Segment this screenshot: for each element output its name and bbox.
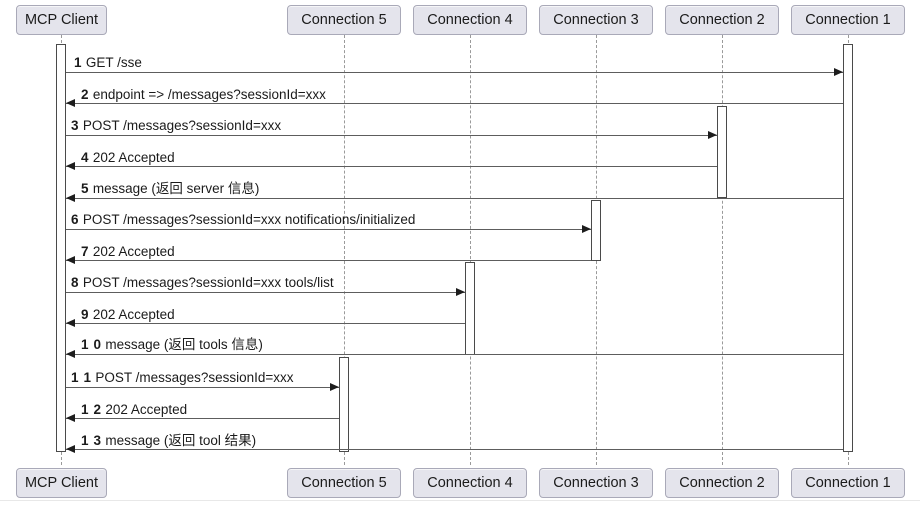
message-label: 7 202 Accepted	[81, 245, 175, 259]
participant-label: Connection 4	[427, 475, 513, 491]
participant-top-conn5[interactable]: Connection 5	[287, 5, 401, 35]
participant-label: Connection 1	[805, 12, 891, 28]
participant-bottom-conn4[interactable]: Connection 4	[413, 468, 527, 498]
participant-top-conn4[interactable]: Connection 4	[413, 5, 527, 35]
message-line-6	[66, 229, 591, 230]
message-number: 1 2	[81, 402, 102, 417]
participant-bottom-conn3[interactable]: Connection 3	[539, 468, 653, 498]
activation-bar-conn4	[465, 262, 475, 355]
message-number: 1	[74, 55, 83, 70]
message-label: 2 endpoint => /messages?sessionId=xxx	[81, 88, 326, 102]
activation-bar-conn5	[339, 357, 349, 452]
lifeline-conn5	[344, 35, 345, 465]
participant-label: Connection 3	[553, 475, 639, 491]
message-number: 5	[81, 181, 90, 196]
participant-bottom-conn1[interactable]: Connection 1	[791, 468, 905, 498]
message-label: 1 1 POST /messages?sessionId=xxx	[71, 371, 294, 385]
participant-label: Connection 3	[553, 12, 639, 28]
message-text: POST /messages?sessionId=xxx notificatio…	[79, 212, 416, 227]
participant-bottom-conn2[interactable]: Connection 2	[665, 468, 779, 498]
arrow-head-11	[330, 383, 339, 391]
message-label: 1 3 message (返回 tool 结果)	[81, 434, 256, 448]
participant-bottom-client[interactable]: MCP Client	[16, 468, 107, 498]
message-line-5	[66, 198, 843, 199]
arrow-head-9	[66, 319, 75, 327]
participant-label: Connection 2	[679, 12, 765, 28]
message-number: 4	[81, 150, 90, 165]
arrow-head-7	[66, 256, 75, 264]
message-number: 7	[81, 244, 90, 259]
message-text: GET /sse	[82, 55, 142, 70]
message-line-10	[66, 354, 843, 355]
message-text: POST /messages?sessionId=xxx	[91, 370, 294, 385]
message-label: 1 GET /sse	[74, 56, 142, 70]
arrow-head-8	[456, 288, 465, 296]
message-number: 6	[71, 212, 80, 227]
message-text: 202 Accepted	[89, 150, 175, 165]
arrow-head-3	[708, 131, 717, 139]
message-line-9	[66, 323, 465, 324]
message-line-8	[66, 292, 465, 293]
arrow-head-6	[582, 225, 591, 233]
message-text: 202 Accepted	[89, 307, 175, 322]
participant-label: MCP Client	[24, 12, 99, 28]
participant-label: Connection 5	[301, 12, 387, 28]
message-line-4	[66, 166, 717, 167]
participant-top-conn1[interactable]: Connection 1	[791, 5, 905, 35]
message-line-7	[66, 260, 591, 261]
participant-label: Connection 2	[679, 475, 765, 491]
arrow-head-13	[66, 445, 75, 453]
message-label: 5 message (返回 server 信息)	[81, 182, 259, 196]
activation-bar-conn3	[591, 200, 601, 261]
arrow-head-5	[66, 194, 75, 202]
participant-top-client[interactable]: MCP Client	[16, 5, 107, 35]
message-text: endpoint => /messages?sessionId=xxx	[89, 87, 326, 102]
arrow-head-4	[66, 162, 75, 170]
message-text: 202 Accepted	[89, 244, 175, 259]
message-line-13	[66, 449, 843, 450]
activation-bar-client	[56, 44, 66, 452]
bottom-divider	[0, 500, 920, 501]
arrow-head-1	[834, 68, 843, 76]
message-line-11	[66, 387, 339, 388]
message-label: 3 POST /messages?sessionId=xxx	[71, 119, 281, 133]
message-label: 6 POST /messages?sessionId=xxx notificat…	[71, 213, 415, 227]
participant-label: MCP Client	[24, 475, 99, 491]
message-label: 8 POST /messages?sessionId=xxx tools/lis…	[71, 276, 334, 290]
message-number: 1 1	[71, 370, 92, 385]
message-number: 2	[81, 87, 90, 102]
message-text: POST /messages?sessionId=xxx tools/list	[79, 275, 334, 290]
participant-top-conn2[interactable]: Connection 2	[665, 5, 779, 35]
message-line-2	[66, 103, 843, 104]
participant-bottom-conn5[interactable]: Connection 5	[287, 468, 401, 498]
message-text: POST /messages?sessionId=xxx	[79, 118, 282, 133]
message-label: 1 0 message (返回 tools 信息)	[81, 338, 263, 352]
message-text: message (返回 server 信息)	[89, 181, 260, 196]
participant-label: Connection 4	[427, 12, 513, 28]
message-line-3	[66, 135, 717, 136]
participant-top-conn3[interactable]: Connection 3	[539, 5, 653, 35]
message-text: 202 Accepted	[101, 402, 188, 417]
arrow-head-2	[66, 99, 75, 107]
arrow-head-12	[66, 414, 75, 422]
message-number: 8	[71, 275, 80, 290]
message-number: 1 0	[81, 337, 102, 352]
message-text: message (返回 tools 信息)	[101, 337, 263, 352]
message-text: message (返回 tool 结果)	[101, 433, 257, 448]
arrow-head-10	[66, 350, 75, 358]
activation-bar-conn2	[717, 106, 727, 198]
message-number: 3	[71, 118, 80, 133]
message-number: 1 3	[81, 433, 102, 448]
message-label: 9 202 Accepted	[81, 308, 175, 322]
message-label: 1 2 202 Accepted	[81, 403, 187, 417]
message-line-12	[66, 418, 339, 419]
participant-label: Connection 5	[301, 475, 387, 491]
lifeline-conn4	[470, 35, 471, 465]
participant-label: Connection 1	[805, 475, 891, 491]
message-label: 4 202 Accepted	[81, 151, 175, 165]
activation-bar-conn1	[843, 44, 853, 452]
message-number: 9	[81, 307, 90, 322]
message-line-1	[66, 72, 843, 73]
lifeline-conn2	[722, 35, 723, 465]
